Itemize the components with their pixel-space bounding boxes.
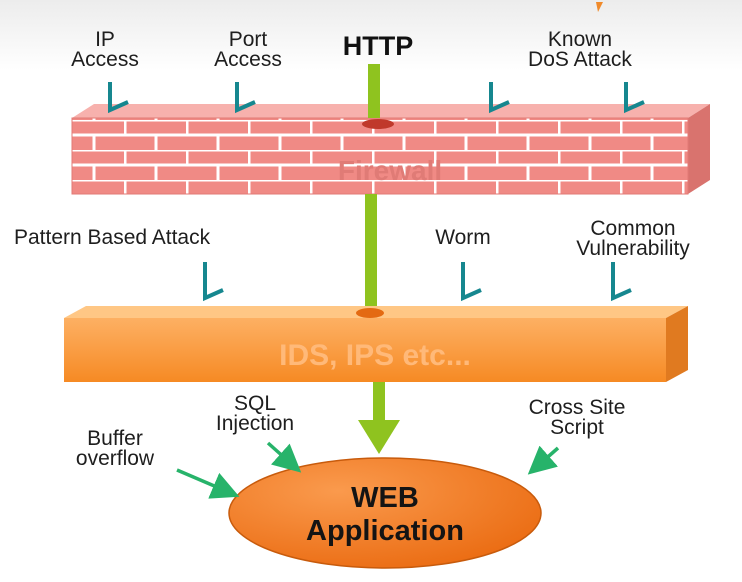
- blocked-arrow-pattern: [203, 262, 224, 302]
- ip-access-line1: IP: [95, 28, 115, 51]
- web-app-ellipse: [228, 457, 542, 569]
- cross-site-line2: Script: [550, 416, 604, 439]
- blocked-arrow-port: [235, 82, 256, 114]
- port-access-label: Port Access: [188, 28, 308, 71]
- known-dos-line2: DoS Attack: [528, 48, 632, 71]
- buffer-overflow-arrow: [176, 468, 240, 499]
- blocked-arrow-vuln: [611, 262, 632, 302]
- common-vuln-label: Common Vulnerability: [533, 217, 733, 260]
- http-label: HTTP: [342, 31, 414, 61]
- buffer-overflow-line2: overflow: [75, 447, 155, 470]
- known-dos-line1: Known: [547, 28, 613, 51]
- blocked-arrow-ip: [108, 82, 129, 114]
- ip-access-label: IP Access: [45, 28, 165, 71]
- ids-label: IDS, IPS etc...: [279, 339, 471, 372]
- worm-label: Worm: [435, 226, 491, 249]
- sql-injection-line2: Injection: [215, 412, 295, 435]
- sql-injection-label: SQL Injection: [190, 392, 320, 435]
- blocked-arrow-dos-2: [624, 82, 645, 114]
- http-arrow: [358, 64, 400, 454]
- cross-site-line1: Cross Site: [528, 396, 626, 419]
- web-app-label: WEB Application: [255, 482, 515, 548]
- buffer-overflow-label: Buffer overflow: [40, 427, 190, 470]
- port-access-line1: Port: [228, 28, 268, 51]
- blocked-arrow-dos-1: [489, 82, 510, 114]
- sql-injection-line1: SQL: [233, 392, 277, 415]
- web-app-line1: WEB: [351, 482, 419, 514]
- pattern-attack-label: Pattern Based Attack: [14, 226, 211, 249]
- header-band: [0, 0, 742, 70]
- common-vuln-line2: Vulnerability: [576, 237, 690, 260]
- firewall-label: Firewall: [337, 155, 443, 186]
- ids-block: [64, 306, 688, 382]
- cross-site-arrow: [527, 445, 560, 475]
- corner-mark: [596, 2, 603, 12]
- cross-site-label: Cross Site Script: [482, 396, 672, 439]
- web-app-line2: Application: [306, 515, 464, 547]
- port-access-line2: Access: [214, 48, 282, 71]
- ip-access-line2: Access: [71, 48, 139, 71]
- buffer-overflow-line1: Buffer: [87, 427, 143, 450]
- firewall-wall: [71, 104, 710, 195]
- blocked-arrow-worm: [461, 262, 482, 302]
- common-vuln-line1: Common: [590, 217, 676, 240]
- known-dos-label: Known DoS Attack: [495, 28, 665, 71]
- sql-injection-arrow: [266, 441, 302, 473]
